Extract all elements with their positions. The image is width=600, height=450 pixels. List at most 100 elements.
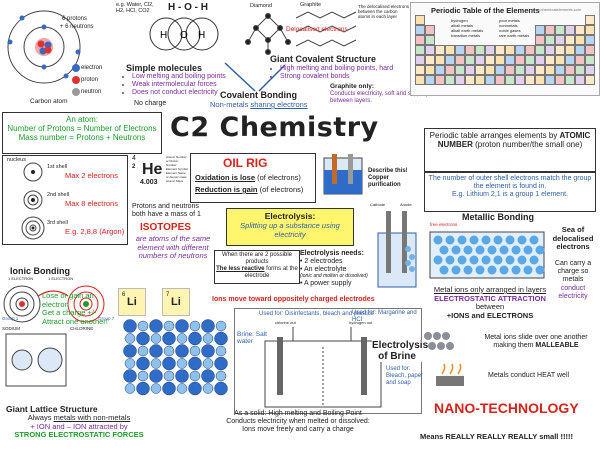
brine-cell-icon [264, 327, 382, 408]
oil-rig-heading: OIL RIG [223, 156, 268, 170]
simple-molecules-examples: e.g. Water, Cl2, H2, HCl, CO2 [116, 2, 154, 15]
metal-ion-icon [523, 265, 533, 275]
group-rule-box: The number of outer shell electrons matc… [424, 172, 596, 212]
pt-cell [505, 75, 515, 85]
pt-cell [585, 25, 595, 35]
ionic-label-top: 1 ELECTRON [48, 276, 74, 281]
metal-ion-icon [535, 245, 545, 255]
pt-cell [545, 25, 555, 35]
lattice-ion-icon [124, 383, 136, 394]
metal-ion-icon [445, 235, 455, 245]
lattice-ion-icon [123, 319, 137, 333]
oxidation-text: Oxidation is lose [195, 173, 256, 182]
metal-ion-icon [439, 265, 449, 275]
pt-cell [535, 35, 545, 45]
pt-cell [515, 65, 525, 75]
metal-ion-icon [517, 255, 527, 265]
helium-note: Atomic Number or Proton Number [166, 155, 187, 167]
metal-ion-icon [451, 245, 461, 255]
pt-cell [415, 55, 425, 65]
pt-cell [425, 55, 435, 65]
lattice-ion-icon [136, 381, 150, 396]
pt-cell [555, 55, 565, 65]
pt-legend-item: poor metals [499, 18, 520, 23]
metal-ion-icon [493, 255, 503, 265]
pt-cell [555, 75, 565, 85]
group-rule-text: The number of outer shell electrons matc… [428, 175, 592, 191]
lattice-ion-icon [176, 358, 188, 369]
ionic-atoms-icon [3, 285, 105, 323]
isotopes-desc: are atoms of the same element with diffe… [135, 234, 211, 261]
isotopes-heading: ISOTOPES [140, 222, 191, 233]
electrostatic-attraction: ELECTROSTATIC ATTRACTION [434, 293, 546, 303]
metal-conduct-note: conduct electricity [558, 285, 588, 301]
metal-ion-icon [463, 245, 473, 255]
pt-cell [565, 65, 575, 75]
isotope-mass: 7 [166, 292, 170, 298]
lattice-ion-icon [202, 333, 214, 344]
pt-cell [565, 55, 575, 65]
pt-cell [485, 45, 495, 55]
giant-covalent-heading: Giant Covalent Structure [270, 54, 377, 64]
metal-ion-icon [481, 235, 491, 245]
lattice-ion-icon [124, 358, 136, 369]
electrolysis-heading: Electrolysis: [264, 211, 316, 221]
pt-cell [435, 55, 445, 65]
lattice-ion-icon [214, 331, 228, 346]
shell-rule: E.g. 2,8,8 (Argon) [65, 227, 125, 236]
metal-ion-icon [475, 245, 485, 255]
electrolyte-note: (ionic and molten or dissolved) [300, 273, 368, 280]
shell-rule: Max 8 electrons [65, 199, 118, 208]
simple-molecules-point: Low melting and boiling points [132, 73, 242, 81]
lattice-ion-icon [163, 370, 175, 382]
lattice-ion-icon [215, 345, 227, 357]
pt-cell [525, 75, 535, 85]
heat-icon [436, 363, 464, 386]
lattice-ion-icon [149, 344, 163, 358]
lattice-ion-icon [137, 345, 149, 357]
covalent-sub-prefix: Non-metals [210, 100, 251, 109]
svg-text:H: H [160, 30, 167, 41]
helium-element-card: 4 2 He 4.003 Atomic Number or Proton Num… [130, 155, 188, 195]
pt-cell [445, 75, 455, 85]
used-chlorine: Used for: Disinfectants, bleach and plas… [259, 311, 374, 317]
shells-box: nucleus 1st shell 2nd shell 3rd shell Ma… [2, 155, 128, 245]
metal-layers-note: Metal ions only arranged in layers ELECT… [432, 285, 548, 321]
between-text: between [475, 302, 505, 312]
pt-cell [475, 45, 485, 55]
atom-box-line1: Number of Protons = Number of Electrons [7, 124, 157, 134]
pt-cell [445, 45, 455, 55]
giant-covalent-point: Strong covalent bonds [280, 73, 430, 81]
lattice-ion-icon [136, 331, 150, 346]
pt-cell [495, 55, 505, 65]
lattice-ion-icon [215, 370, 227, 382]
nano-heading: NANO-TECHNOLOGY [434, 400, 579, 416]
metallic-bonding-heading: Metallic Bonding [462, 212, 534, 222]
metal-ion-icon [439, 245, 449, 255]
pt-cell [415, 25, 425, 35]
pt-cell [435, 75, 445, 85]
legend-electron: electron [81, 65, 103, 71]
isotope-symbol: Li [171, 296, 181, 308]
metal-ion-icon [517, 235, 527, 245]
periodic-table-title: Periodic Table of the Elements [431, 6, 540, 15]
pt-cell [545, 55, 555, 65]
chlorine-out-label: chlorine out [275, 320, 296, 325]
chlorine-label: CHLORINE [70, 326, 94, 331]
graphite-only-label: Graphite only: [330, 83, 375, 90]
pt-cell [545, 45, 555, 55]
oxidation-suffix: (of electrons) [257, 173, 301, 182]
reduction-text: Reduction is gain [195, 185, 258, 194]
metal-ion-icon [511, 245, 521, 255]
pt-cell [585, 45, 595, 55]
metal-ion-icon [445, 255, 455, 265]
pt-cell [565, 25, 575, 35]
pt-cell [535, 65, 545, 75]
simple-molecules-point: Does not conduct electricity [132, 89, 242, 97]
periodic-table-legend-2: poor metals nonmetals noble gases rare e… [499, 18, 529, 38]
electron-shells-icon [21, 162, 45, 240]
pt-legend-item: noble gases [499, 28, 521, 33]
pt-cell [535, 55, 545, 65]
ionic-note: Get a charge +/- [42, 308, 97, 318]
pt-cell [555, 35, 565, 45]
